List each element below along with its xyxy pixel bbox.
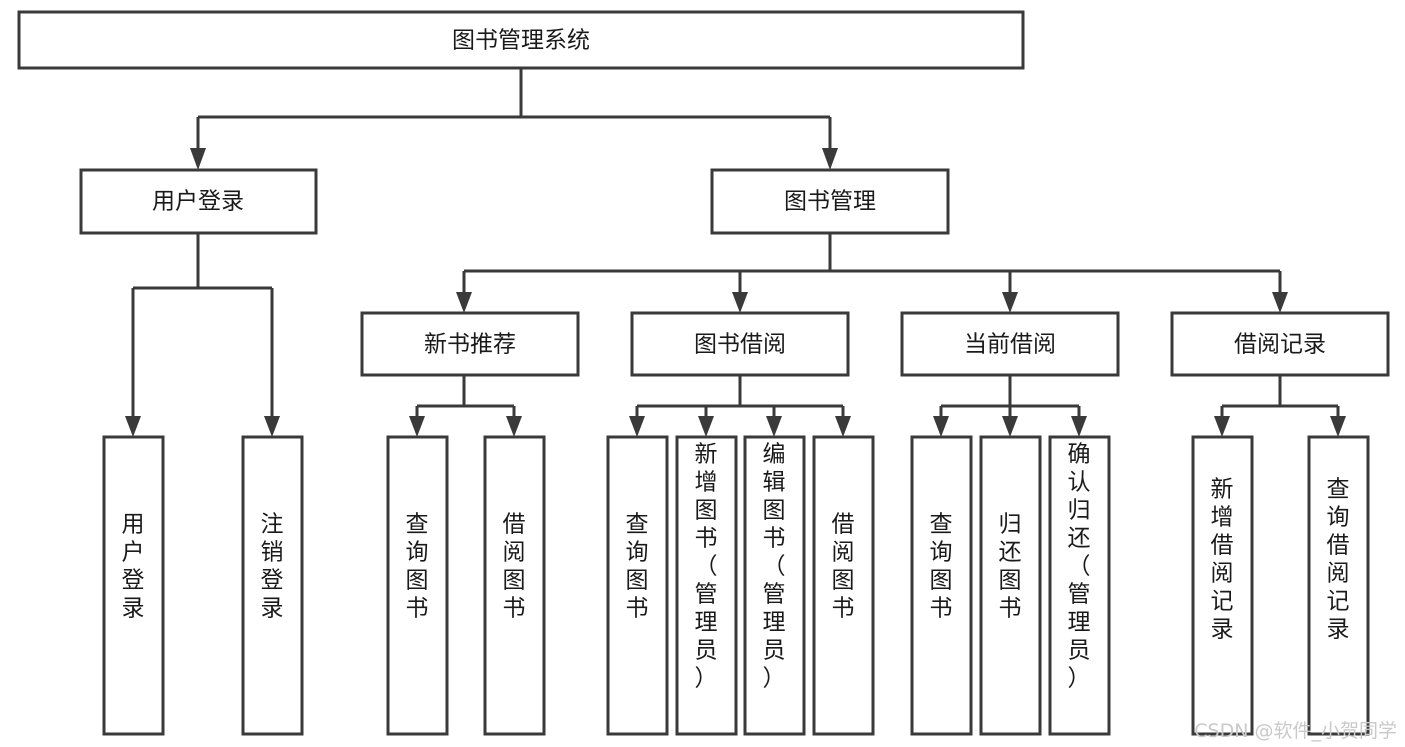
leaf-bb-edit-label: 编辑图书（管理员）: [763, 442, 786, 692]
leaf-logout-label: 注销登录: [261, 512, 284, 622]
connector-group-borrow-record: [1214, 375, 1346, 437]
arrow-book-borrow-leaf-4: [835, 416, 851, 437]
arrow-book-mgmt-to-current: [1002, 292, 1018, 313]
leaf-cb-return-box[interactable]: [979, 435, 1042, 736]
arrow-user-login-leaf-2: [264, 416, 280, 437]
leaf-node[interactable]: 查询借阅记录: [1307, 435, 1370, 736]
leaf-bb-search-box[interactable]: [606, 435, 669, 736]
arrow-book-borrow-leaf-3: [766, 416, 782, 437]
leaf-br-add-label: 新增借阅记录: [1211, 477, 1234, 643]
node-book-borrow-label: 图书借阅: [694, 332, 786, 358]
arrow-current-borrow-leaf-3: [1071, 416, 1087, 437]
leaf-node[interactable]: 查询图书: [386, 435, 449, 736]
arrow-book-borrow-leaf-1: [629, 416, 645, 437]
leaf-node[interactable]: 新增图书（管理员）: [675, 435, 738, 736]
leaf-br-search-label: 查询借阅记录: [1327, 477, 1350, 643]
arrow-book-mgmt-to-record: [1272, 292, 1288, 313]
leaf-node[interactable]: 编辑图书（管理员）: [743, 435, 806, 736]
node-new-book-recommend-label: 新书推荐: [424, 332, 516, 358]
connector-group-root: [190, 68, 838, 170]
arrow-book-mgmt-to-borrow: [732, 292, 748, 313]
leaf-bb-search-label: 查询图书: [626, 512, 649, 622]
connector-group-user-login: [125, 233, 280, 437]
arrow-root-to-user-login: [190, 148, 206, 170]
node-book-management-box[interactable]: [710, 168, 950, 235]
leaf-br-add-box[interactable]: [1191, 435, 1254, 736]
node-root-label: 图书管理系统: [452, 28, 590, 54]
leaf-cb-confirm-box[interactable]: [1048, 435, 1111, 736]
node-current-borrow-label: 当前借阅: [964, 332, 1056, 358]
arrow-new-book-leaf-1: [409, 416, 425, 437]
leaf-nbr-borrow-box[interactable]: [483, 435, 546, 736]
leaf-user-login-label: 用户登录: [122, 512, 145, 622]
node-book-management[interactable]: 图书管理: [710, 168, 950, 235]
arrow-root-to-book-mgmt: [822, 148, 838, 170]
node-book-borrow[interactable]: 图书借阅: [630, 311, 850, 377]
arrow-book-borrow-leaf-2: [698, 416, 714, 437]
leaf-cb-search-label: 查询图书: [930, 512, 953, 622]
node-current-borrow[interactable]: 当前借阅: [900, 311, 1120, 377]
leaf-node[interactable]: 新增借阅记录: [1191, 435, 1254, 736]
node-borrow-record[interactable]: 借阅记录: [1170, 311, 1390, 377]
node-book-management-label: 图书管理: [784, 189, 876, 215]
connector-group-new-book: [409, 375, 522, 437]
leaf-node[interactable]: 借阅图书: [812, 435, 875, 736]
arrow-book-mgmt-to-new-book: [456, 292, 472, 313]
node-borrow-record-box[interactable]: [1170, 311, 1390, 377]
node-user-login[interactable]: 用户登录: [79, 168, 318, 235]
leaf-node[interactable]: 确认归还（管理员）: [1048, 435, 1111, 736]
leaf-bb-borrow-box[interactable]: [812, 435, 875, 736]
arrow-borrow-record-leaf-1: [1214, 416, 1230, 437]
node-book-borrow-box[interactable]: [630, 311, 850, 377]
leaf-nbr-borrow-label: 借阅图书: [503, 512, 526, 622]
leaf-node[interactable]: 查询图书: [606, 435, 669, 736]
leaf-bb-borrow-label: 借阅图书: [832, 512, 855, 622]
leaf-br-search-box[interactable]: [1307, 435, 1370, 736]
leaf-bb-add-box[interactable]: [675, 435, 738, 736]
arrow-current-borrow-leaf-2: [1002, 416, 1018, 437]
connector-group-current-borrow: [933, 375, 1087, 437]
leaf-cb-search-box[interactable]: [910, 435, 973, 736]
node-new-book-recommend[interactable]: 新书推荐: [360, 311, 580, 377]
leaf-bb-add-label: 新增图书（管理员）: [695, 442, 718, 692]
leaf-user-login-box[interactable]: [102, 435, 165, 736]
connector-group-book-mgmt: [456, 233, 1288, 313]
arrow-borrow-record-leaf-2: [1330, 416, 1346, 437]
leaf-cb-return-label: 归还图书: [999, 512, 1022, 622]
leaf-logout-box[interactable]: [241, 435, 304, 736]
node-user-login-label: 用户登录: [152, 189, 244, 215]
node-root-box[interactable]: [17, 10, 1025, 70]
node-root[interactable]: 图书管理系统: [17, 10, 1025, 70]
arrow-current-borrow-leaf-1: [933, 416, 949, 437]
connector-group-book-borrow: [629, 375, 851, 437]
arrow-new-book-leaf-2: [506, 416, 522, 437]
leaf-node[interactable]: 归还图书: [979, 435, 1042, 736]
leaf-node[interactable]: 注销登录: [241, 435, 304, 736]
node-new-book-recommend-box[interactable]: [360, 311, 580, 377]
arrow-user-login-leaf-1: [125, 416, 141, 437]
leaf-bb-edit-box[interactable]: [743, 435, 806, 736]
leaf-cb-confirm-label: 确认归还（管理员）: [1068, 442, 1091, 692]
node-borrow-record-label: 借阅记录: [1234, 332, 1326, 358]
leaf-node[interactable]: 用户登录: [102, 435, 165, 736]
leaf-nbr-search-label: 查询图书: [406, 512, 429, 622]
node-current-borrow-box[interactable]: [900, 311, 1120, 377]
leaf-node[interactable]: 借阅图书: [483, 435, 546, 736]
watermark-text: CSDN @软件_小贺同学: [1194, 720, 1397, 742]
node-user-login-box[interactable]: [79, 168, 318, 235]
leaf-node[interactable]: 查询图书: [910, 435, 973, 736]
leaf-nbr-search-box[interactable]: [386, 435, 449, 736]
